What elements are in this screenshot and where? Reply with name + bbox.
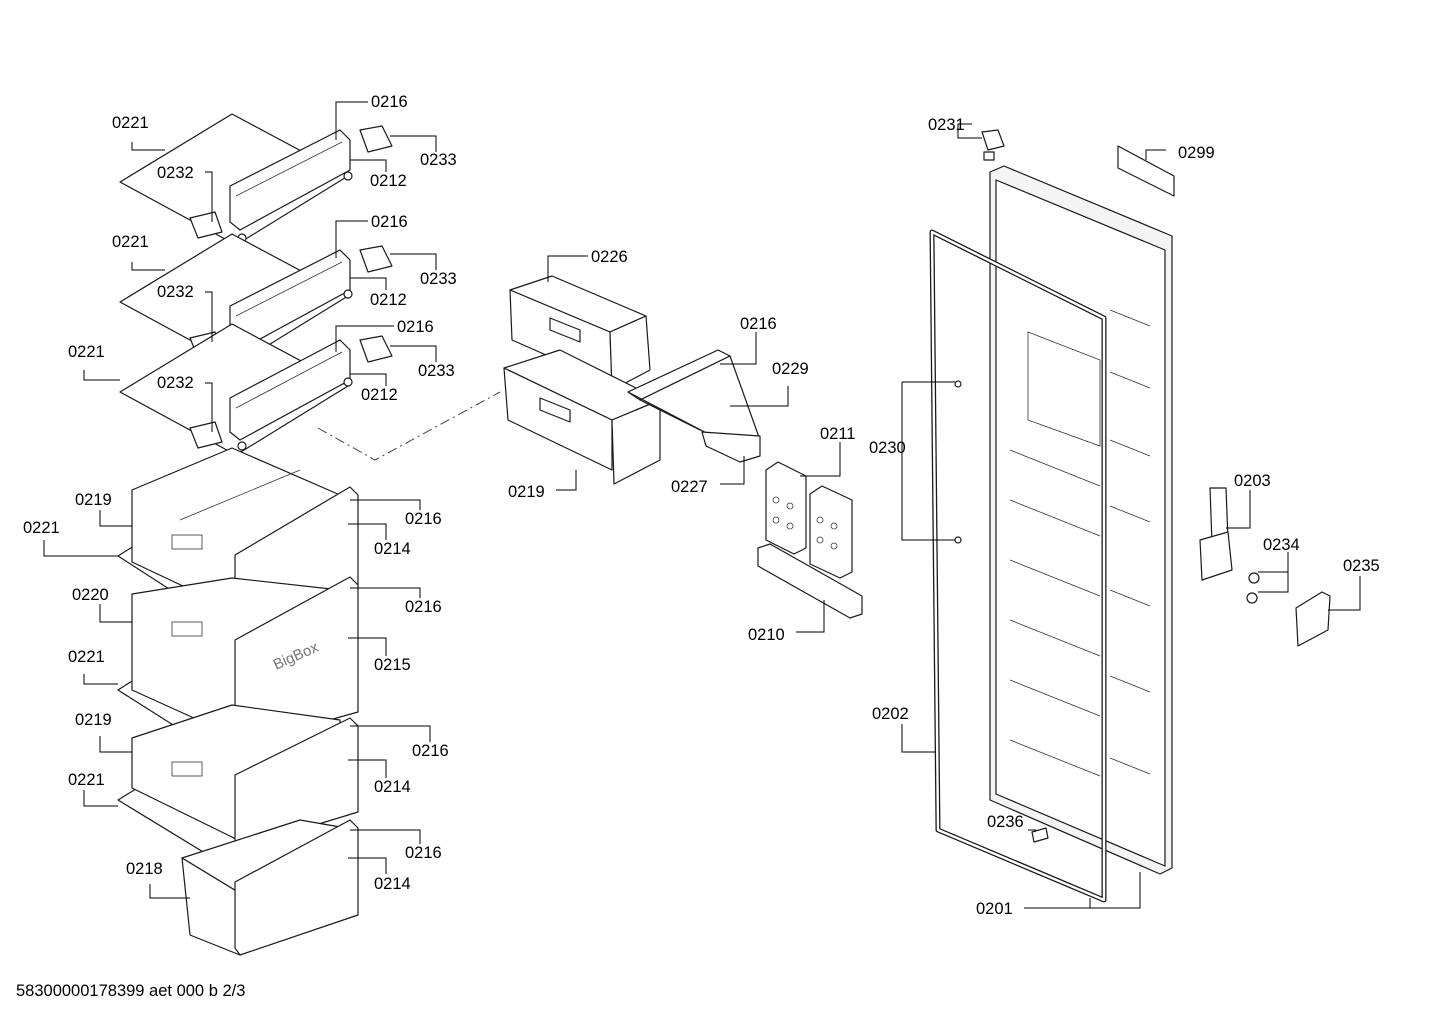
label-0232: 0232 (157, 374, 194, 392)
label-0216: 0216 (397, 318, 434, 336)
label-0233: 0233 (418, 362, 455, 380)
drawer-1 (117, 447, 359, 633)
leader-lines (43, 101, 1361, 909)
label-0216: 0216 (371, 93, 408, 111)
label-0221: 0221 (68, 648, 105, 666)
label-0212: 0212 (370, 291, 407, 309)
label-0235: 0235 (1343, 557, 1380, 575)
glass-shelf-1 (119, 113, 393, 246)
label-0226: 0226 (591, 248, 628, 266)
label-0219: 0219 (75, 711, 112, 729)
label-0216: 0216 (405, 510, 442, 528)
label-0233: 0233 (420, 151, 457, 169)
label-0216: 0216 (371, 213, 408, 231)
ice-pack-holder (757, 543, 863, 619)
label-0220: 0220 (72, 586, 109, 604)
drawer-bottom (181, 819, 359, 956)
label-0216: 0216 (740, 315, 777, 333)
ice-pack-2 (809, 485, 853, 579)
label-0201: 0201 (976, 900, 1013, 918)
glass-shelf-3 (119, 323, 393, 456)
label-0221: 0221 (112, 114, 149, 132)
label-0221: 0221 (112, 233, 149, 251)
label-0218: 0218 (126, 860, 163, 878)
label-0216: 0216 (412, 742, 449, 760)
label-0214: 0214 (374, 875, 411, 893)
drawing-reference-code: 58300000178399 aet 000 b 2/3 (16, 982, 246, 1000)
label-0202: 0202 (872, 705, 909, 723)
label-0232: 0232 (157, 283, 194, 301)
label-0219: 0219 (75, 491, 112, 509)
connector-dash-line (317, 391, 501, 461)
part-number-labels: 0216 0221 0232 0233 0212 0216 0221 0232 … (23, 93, 1380, 918)
door-small-parts (954, 129, 1331, 843)
label-0210: 0210 (748, 626, 785, 644)
label-0233: 0233 (420, 270, 457, 288)
ice-pack-1 (765, 461, 807, 555)
label-0212: 0212 (361, 386, 398, 404)
label-0214: 0214 (374, 540, 411, 558)
door-gasket (929, 229, 1107, 903)
label-0214: 0214 (374, 778, 411, 796)
label-0229: 0229 (772, 360, 809, 378)
label-0299: 0299 (1178, 144, 1215, 162)
label-0216: 0216 (405, 598, 442, 616)
label-0211: 0211 (820, 425, 855, 443)
label-0227: 0227 (671, 478, 708, 496)
label-0236: 0236 (987, 813, 1024, 831)
label-0215: 0215 (374, 656, 411, 674)
label-0203: 0203 (1234, 472, 1271, 490)
label-0216: 0216 (405, 844, 442, 862)
label-0221: 0221 (68, 343, 105, 361)
label-0230: 0230 (869, 439, 906, 457)
door-inner-liner (989, 165, 1173, 875)
label-0219: 0219 (508, 483, 545, 501)
label-0234: 0234 (1263, 536, 1300, 554)
freezer-tray (509, 275, 651, 391)
lower-tray (503, 349, 661, 485)
label-0221: 0221 (23, 519, 60, 537)
label-0212: 0212 (370, 172, 407, 190)
label-0231: 0231 (928, 116, 965, 134)
tray-rail (627, 349, 761, 463)
label-0232: 0232 (157, 164, 194, 182)
label-0221: 0221 (68, 771, 105, 789)
